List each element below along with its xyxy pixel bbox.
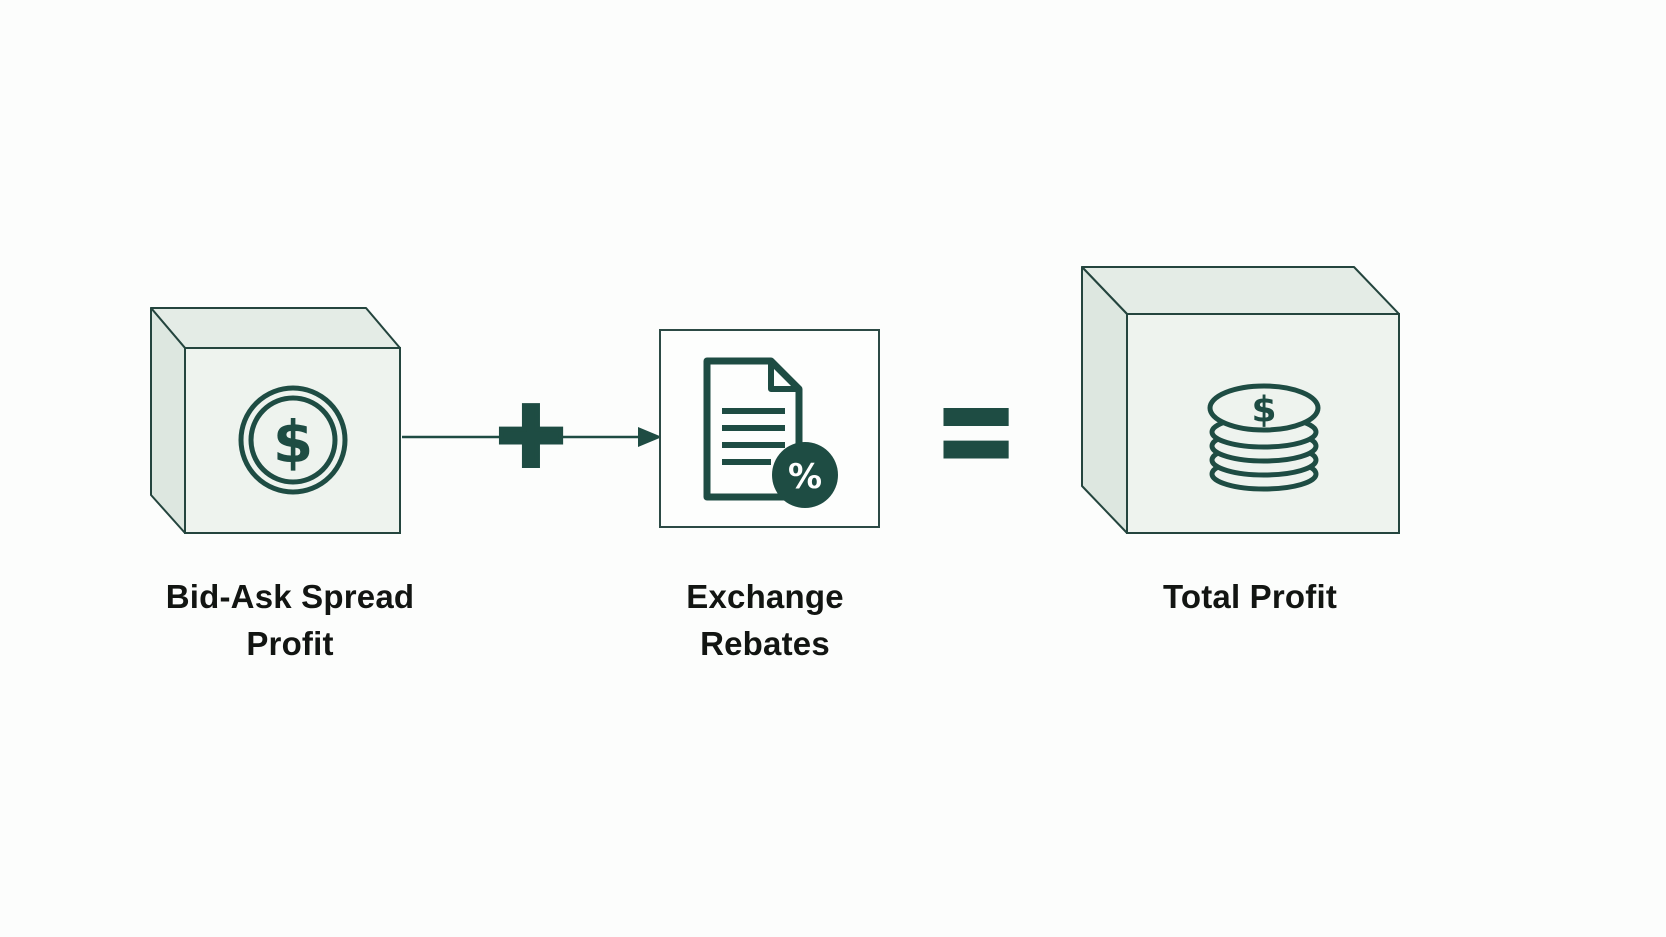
percent-badge-icon: % bbox=[772, 442, 838, 508]
exchange-rebates-label: Exchange Rebates bbox=[686, 578, 844, 662]
bid-ask-spread-profit-label: Bid-Ask Spread Profit bbox=[165, 578, 415, 662]
bid-ask-spread-profit-box: $ bbox=[150, 307, 401, 534]
dollar-symbol: $ bbox=[273, 408, 313, 476]
arrow-icon bbox=[402, 427, 662, 447]
rebate-document-icon: % bbox=[703, 357, 838, 508]
total-profit-box: $ bbox=[1081, 266, 1400, 534]
total-profit-label: Total Profit bbox=[1162, 578, 1338, 615]
dollar-coin-icon: $ bbox=[238, 385, 348, 495]
equals-operator: = bbox=[938, 365, 1013, 499]
dollar-symbol: $ bbox=[1251, 390, 1276, 431]
cube-shape bbox=[150, 307, 401, 534]
plus-operator: + bbox=[494, 369, 568, 501]
percent-symbol: % bbox=[788, 457, 822, 497]
exchange-rebates-panel: % bbox=[659, 329, 880, 528]
coin-stack-icon: $ bbox=[1207, 383, 1321, 492]
